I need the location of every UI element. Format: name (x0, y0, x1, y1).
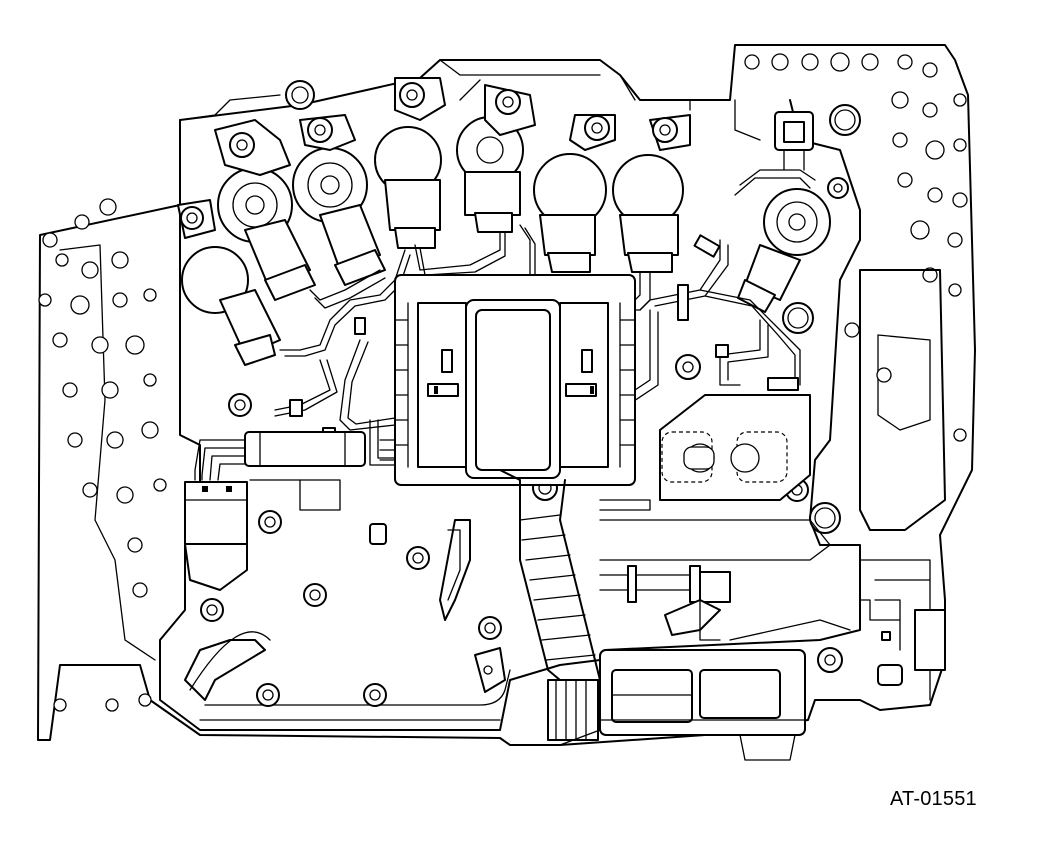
solenoid-2 (217, 167, 316, 301)
manual-valve-linkage (599, 499, 851, 641)
separator-plate-outline (37, 44, 976, 746)
right-panel (859, 269, 946, 531)
left-harness-connector (184, 431, 366, 591)
lower-left-details (184, 479, 506, 701)
solenoid-5 (456, 116, 524, 233)
solenoid-4 (374, 126, 442, 249)
shift-solenoid-block (659, 394, 811, 501)
lower-harness-strap (499, 469, 601, 741)
solenoid-8 (737, 188, 831, 313)
solenoid-3 (292, 147, 386, 286)
separator-plate-inner-edge (59, 244, 156, 661)
valve-body-lower-rib (199, 669, 511, 721)
upper-right-connector (774, 111, 814, 171)
solenoid-7 (612, 154, 684, 273)
plate-holes-left (38, 198, 167, 712)
plate-holes-right (744, 52, 968, 297)
right-panel-inner (877, 334, 931, 431)
central-connector (379, 274, 636, 486)
lower-control-connector (559, 649, 806, 761)
figure-label: AT-01551 (890, 788, 977, 810)
valve-body-bolts (180, 80, 861, 707)
solenoid-6 (533, 153, 607, 273)
lower-right-details (859, 599, 946, 686)
right-panel-hole-2 (953, 428, 967, 442)
solenoid-1 (181, 246, 281, 366)
right-panel-bolt (876, 367, 892, 383)
right-panel-hole (844, 322, 860, 338)
